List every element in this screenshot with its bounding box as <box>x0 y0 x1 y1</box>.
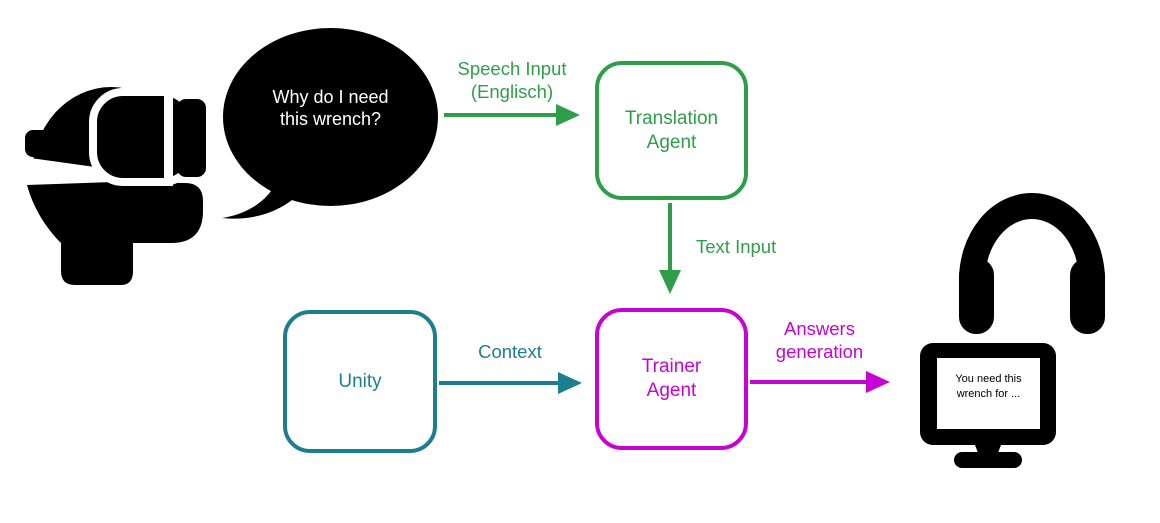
speech-bubble <box>222 28 438 219</box>
edge-label-line: Context <box>478 341 542 362</box>
speech-bubble-tail <box>222 183 304 219</box>
node-label-line: Agent <box>646 131 697 153</box>
edge-label-speech-input: Speech Input (Englisch) <box>428 57 596 103</box>
monitor-screen <box>937 358 1040 429</box>
edge-label-line: Speech Input <box>457 58 567 79</box>
headset-back-strap <box>25 130 52 157</box>
speech-bubble-line: Why do I need <box>272 87 389 107</box>
headphones-left-cup <box>959 258 994 334</box>
edge-label-text-input: Text Input <box>696 235 776 258</box>
speech-bubble-text: Why do I need this wrench? <box>240 86 421 130</box>
vr-goggles-divider <box>164 88 173 186</box>
edge-label-context: Context <box>455 340 565 363</box>
person-wearing-vr-headset-icon <box>25 87 206 285</box>
node-unity: Unity <box>283 310 437 453</box>
node-translation-agent: Translation Agent <box>595 61 748 200</box>
vr-goggles-front-plate <box>177 99 206 177</box>
node-label-line: Agent <box>646 380 697 401</box>
screen-text-line: You need this <box>955 373 1022 385</box>
speech-bubble-body <box>223 28 438 206</box>
monitor-icon <box>920 343 1056 468</box>
monitor-screen-text: You need this wrench for ... <box>937 372 1040 402</box>
node-label-line: Unity <box>338 370 382 392</box>
edge-label-answers-generation: Answers generation <box>752 317 887 363</box>
headphones-right-cup <box>1070 258 1105 334</box>
node-trainer-agent: Trainer Agent <box>595 308 748 450</box>
screen-text-line: wrench for ... <box>956 388 1021 400</box>
edge-label-line: generation <box>775 341 864 362</box>
edge-label-line: (Englisch) <box>470 81 554 102</box>
edge-label-line: Answers <box>784 318 855 339</box>
node-label-line: Translation <box>624 107 719 129</box>
speech-bubble-line: this wrench? <box>279 109 382 129</box>
monitor-base <box>954 452 1022 468</box>
edge-label-line: Text Input <box>696 236 777 257</box>
headphones-band <box>959 193 1105 296</box>
headphones-icon <box>959 193 1105 334</box>
node-label-line: Trainer <box>641 356 702 377</box>
face-and-neck-shape <box>27 182 203 285</box>
headset-strap-gap <box>25 157 111 184</box>
